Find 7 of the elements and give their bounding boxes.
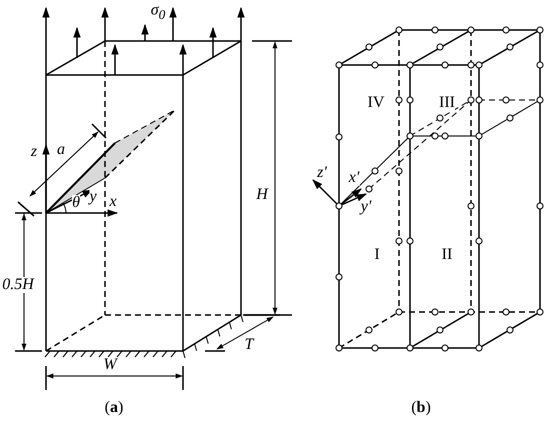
region-numeral: III bbox=[439, 95, 455, 111]
panel-label: (a) bbox=[104, 400, 124, 416]
axis-label: y bbox=[89, 189, 97, 205]
panel-label: (b) bbox=[411, 400, 431, 416]
dimension-label: 0.5H bbox=[2, 277, 34, 293]
axis-label: y' bbox=[360, 199, 372, 215]
axis-label: x' bbox=[348, 170, 360, 186]
